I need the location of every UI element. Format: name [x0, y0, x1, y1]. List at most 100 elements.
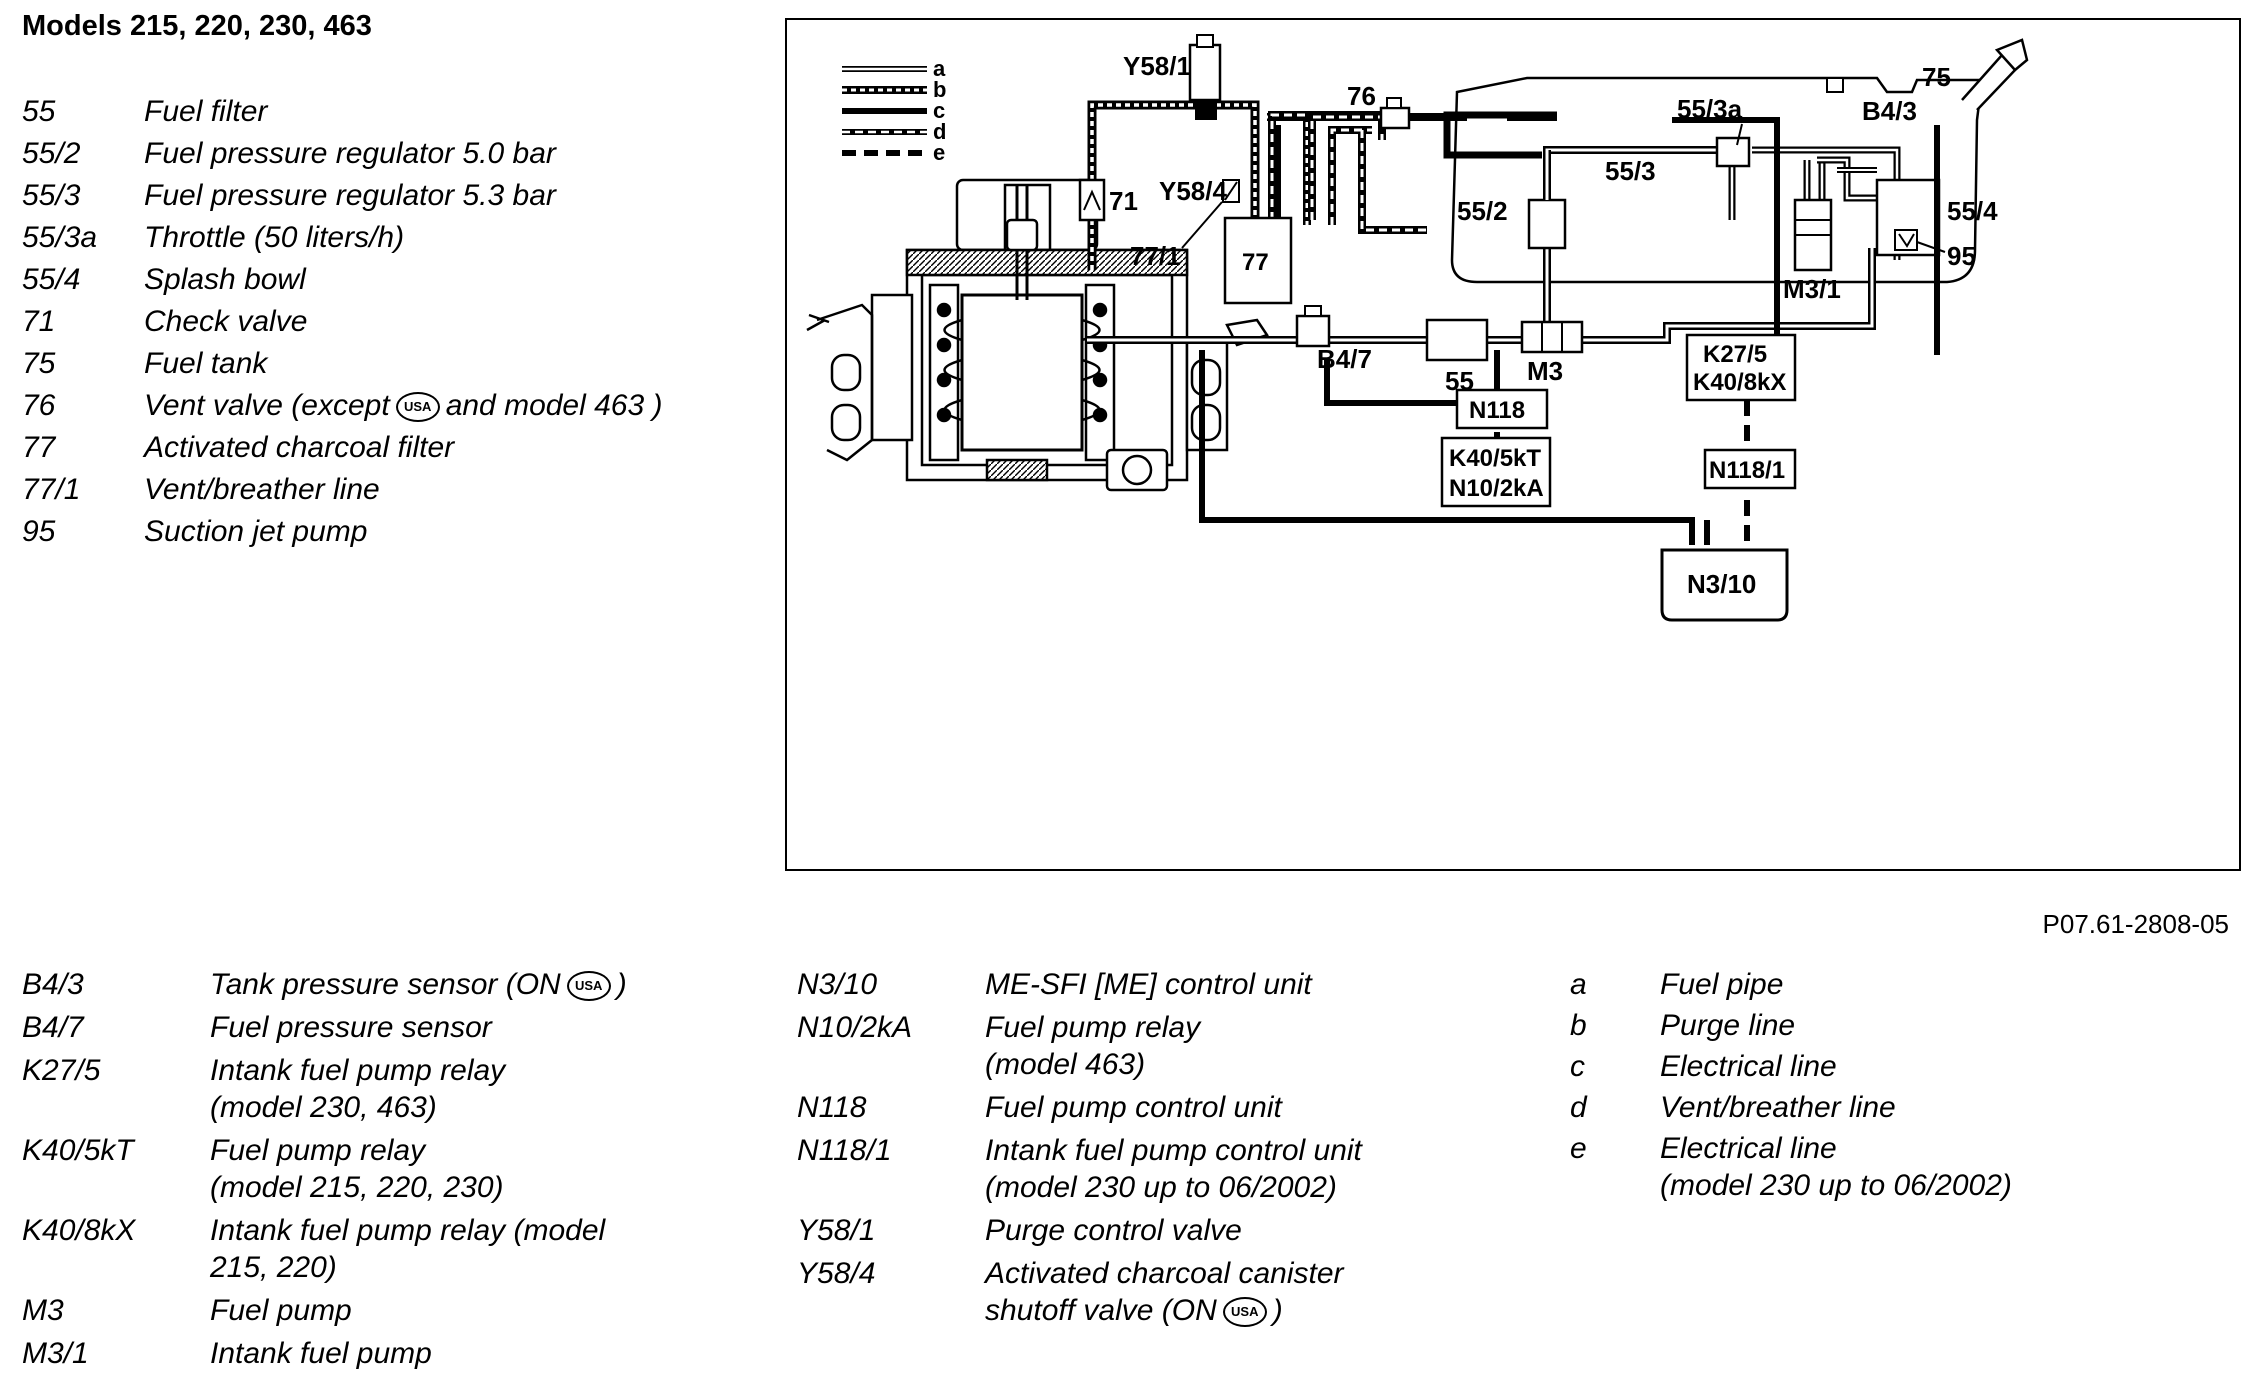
legend-1-code: M3 — [22, 1294, 64, 1327]
top-legend-desc: Check valve — [144, 305, 307, 339]
key-line-a: a — [842, 56, 946, 81]
legend-3-code: d — [1570, 1091, 1587, 1124]
line-type-key: a b c d e — [842, 56, 946, 165]
legend-1-desc-continued-text: (model 215, 220, 230) — [210, 1171, 504, 1204]
top-legend-desc-text-after: and model 463 ) — [445, 389, 663, 422]
key-line-b: b — [842, 77, 946, 102]
legend-1-desc-text: Intank fuel pump relay — [210, 1054, 506, 1087]
vent-line-d — [1268, 111, 1557, 234]
top-legend-code: 55/4 — [22, 263, 81, 296]
top-legend-desc: Activated charcoal filter — [144, 431, 454, 465]
fuel-pressure-regulator-55-3: 55/3 55/3a — [1605, 94, 1751, 186]
label-n118: N118 — [1469, 397, 1525, 424]
legend-1-desc-text: Fuel pump relay — [210, 1134, 426, 1167]
label-75: 75 — [1922, 62, 1951, 92]
legend-2-desc: Fuel pump relay — [985, 1011, 1200, 1045]
legend-2-desc-text: Purge control valve — [985, 1214, 1242, 1247]
label-55-2: 55/2 — [1457, 196, 1508, 226]
diagram-canvas: a b c d e — [806, 34, 2029, 622]
fuel-pump-control-unit-n118: N118 — [1455, 388, 1549, 430]
fuel-filter-55: 55 — [1425, 318, 1489, 396]
legend-1-desc-text: Intank fuel pump — [210, 1337, 432, 1370]
top-legend-desc-text: Splash bowl — [144, 263, 306, 296]
top-legend-desc-text: Fuel pressure regulator 5.0 bar — [144, 137, 556, 170]
page-title: Models 215, 220, 230, 463 — [22, 10, 372, 42]
legend-1-desc-continued-text: (model 230, 463) — [210, 1091, 437, 1124]
top-legend-desc-text: Throttle (50 liters/h) — [144, 221, 405, 254]
legend-1-desc: Fuel pump relay — [210, 1134, 425, 1168]
engine-illustration — [806, 178, 1269, 492]
top-legend-code: 55/3 — [22, 179, 81, 212]
label-76: 76 — [1347, 81, 1376, 111]
vent-valve-76: 76 — [1347, 81, 1411, 130]
legend-2-code: N10/2kA — [797, 1011, 913, 1044]
legend-1-code: K40/8kX — [22, 1214, 136, 1247]
key-label-b: b — [933, 77, 946, 102]
legend-3-desc-continued: (model 230 up to 06/2002) — [1660, 1169, 2012, 1203]
top-legend-code: 95 — [22, 515, 56, 548]
top-legend-code: 55/3a — [22, 221, 98, 254]
legend-2-desc-continued: (model 230 up to 06/2002) — [985, 1171, 1337, 1205]
legend-2-desc-text: ME-SFI [ME] control unit — [985, 968, 1312, 1001]
legend-3-desc: Electrical line — [1660, 1050, 1837, 1084]
legend-2-desc: Intank fuel pump control unit — [985, 1134, 1362, 1168]
top-legend-desc-text: Fuel pressure regulator 5.3 bar — [144, 179, 556, 212]
legend-2-desc-text: Fuel pump control unit — [985, 1091, 1282, 1124]
label-k27-5: K27/5 — [1703, 341, 1767, 368]
top-legend-desc: Fuel pressure regulator 5.3 bar — [144, 179, 556, 213]
label-55-3: 55/3 — [1605, 156, 1656, 186]
top-legend-desc: Fuel pressure regulator 5.0 bar — [144, 137, 556, 171]
intank-fuel-pump-m3-1: M3/1 — [1783, 198, 1841, 304]
top-legend-code: 77 — [22, 431, 56, 464]
top-legend-code: 75 — [22, 347, 56, 380]
usa-badge-icon: USA — [566, 971, 611, 1002]
key-label-d: d — [933, 119, 946, 144]
top-legend-code: 55/2 — [22, 137, 81, 170]
legend-3-desc-text: Electrical line — [1660, 1050, 1837, 1083]
legend-1-code: K40/5kT — [22, 1134, 134, 1167]
label-77-1: 77/1 — [1130, 241, 1181, 271]
label-n118-1: N118/1 — [1709, 457, 1785, 484]
fuel-system-diagram: a b c d e — [785, 18, 2241, 871]
legend-1-desc-text: Fuel pressure sensor — [210, 1011, 492, 1044]
legend-2-desc-continued: (model 463) — [985, 1048, 1145, 1082]
top-legend-desc: Fuel tank — [144, 347, 267, 381]
legend-1-desc-text: Intank fuel pump relay (model — [210, 1214, 606, 1247]
top-legend-desc-text: Check valve — [144, 305, 308, 338]
legend-2-desc-continued-text: (model 463) — [985, 1048, 1146, 1081]
label-m3-1: M3/1 — [1783, 274, 1841, 304]
top-legend-desc: Throttle (50 liters/h) — [144, 221, 404, 255]
usa-badge-icon: USA — [395, 392, 440, 423]
top-legend-desc: Vent/breather line — [144, 473, 380, 507]
figure-id: P07.61-2808-05 — [2042, 909, 2229, 939]
legend-3-desc-text: Vent/breather line — [1660, 1091, 1896, 1124]
label-k40-8kx: K40/8kX — [1693, 369, 1786, 396]
top-legend-desc-text: Vent valve (except — [144, 389, 390, 422]
legend-1-code: M3/1 — [22, 1337, 89, 1370]
legend-1-desc-continued-text: 215, 220) — [210, 1251, 337, 1284]
fuel-pressure-regulator-55-2: 55/2 — [1443, 111, 1567, 250]
legend-1-desc-continued: (model 215, 220, 230) — [210, 1171, 504, 1205]
legend-2-desc: Activated charcoal canister — [985, 1257, 1344, 1291]
legend-1-desc: Intank fuel pump relay — [210, 1054, 505, 1088]
legend-2-code: N118 — [797, 1091, 867, 1124]
fuel-pressure-sensor-b4-7: B4/7 — [1295, 305, 1372, 374]
legend-3-desc: Electrical line — [1660, 1132, 1837, 1166]
key-line-d: d — [842, 119, 946, 144]
legend-2-desc-text: Activated charcoal canister — [985, 1257, 1344, 1290]
legend-2-desc-continued-text: (model 230 up to 06/2002) — [985, 1171, 1337, 1204]
legend-3-desc-text: Electrical line — [1660, 1132, 1837, 1165]
check-valve-71: 71 — [1078, 178, 1138, 222]
electrical-lines-c — [1199, 117, 1940, 545]
legend-1-desc: Intank fuel pump — [210, 1337, 432, 1371]
fuel-pump-m3: M3 — [1520, 320, 1584, 386]
label-77: 77 — [1242, 249, 1269, 276]
intank-pump-control-unit-n118-1: N118/1 — [1703, 448, 1797, 490]
legend-2-desc-continued-text-after: ) — [1272, 1294, 1283, 1327]
legend-2-code: N3/10 — [797, 968, 878, 1001]
legend-1-desc: Fuel pressure sensor — [210, 1011, 492, 1045]
legend-2-desc-continued-text: shutoff valve (ON — [985, 1294, 1217, 1327]
